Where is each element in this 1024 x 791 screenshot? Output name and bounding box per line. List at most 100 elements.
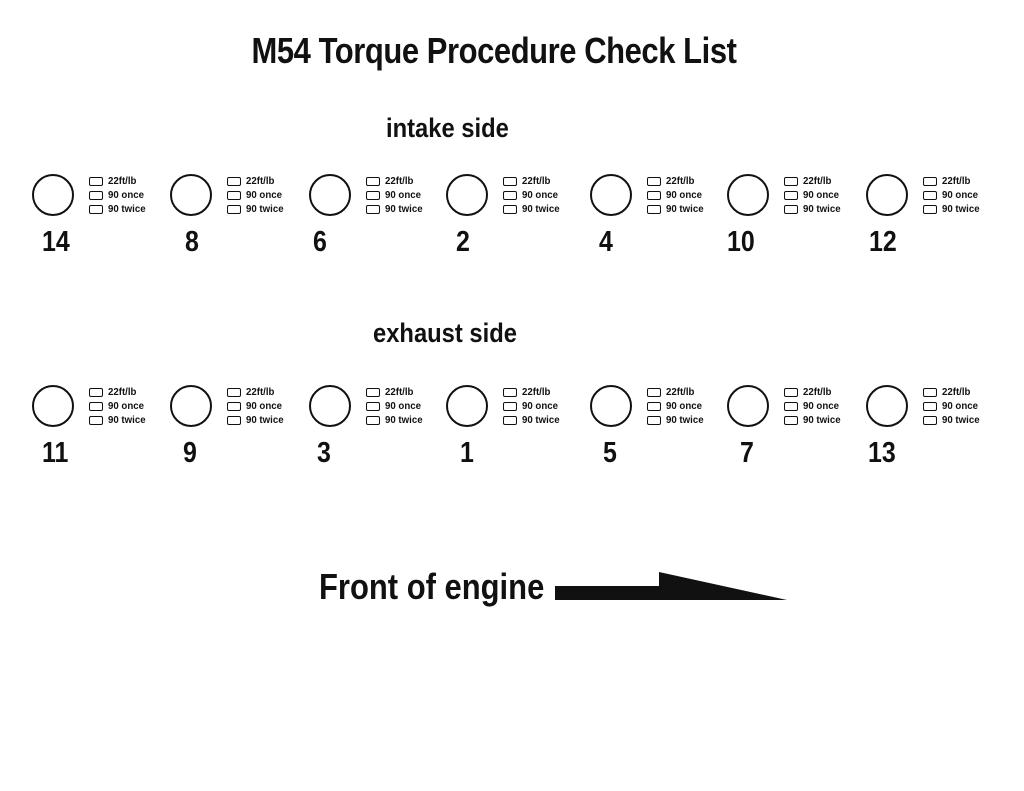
checkbox-label: 22ft/lb xyxy=(803,175,832,187)
checkbox[interactable] xyxy=(503,204,517,214)
checklist-item: 22ft/lb xyxy=(89,174,149,188)
checkbox[interactable] xyxy=(923,190,937,200)
checkbox-label: 90 twice xyxy=(942,414,980,426)
checkbox-label: 90 once xyxy=(522,189,558,201)
checklist-item: 90 twice xyxy=(784,413,844,427)
bolt-circle xyxy=(590,174,632,216)
bolt-circle xyxy=(170,174,212,216)
checkbox[interactable] xyxy=(923,204,937,214)
checkbox[interactable] xyxy=(923,176,937,186)
bolt-10: 22ft/lb 90 once 90 twice 10 xyxy=(727,174,857,274)
checkbox[interactable] xyxy=(647,415,661,425)
checkbox-label: 22ft/lb xyxy=(666,175,695,187)
checkbox[interactable] xyxy=(366,387,380,397)
checkbox[interactable] xyxy=(647,176,661,186)
checkbox[interactable] xyxy=(647,387,661,397)
checkbox[interactable] xyxy=(923,415,937,425)
checkbox-label: 90 once xyxy=(666,400,702,412)
checkbox-label: 90 once xyxy=(246,400,282,412)
checkbox-label: 90 twice xyxy=(246,203,284,215)
checkbox[interactable] xyxy=(89,204,103,214)
bolt-circle xyxy=(309,174,351,216)
bolt-number: 10 xyxy=(727,226,755,258)
checkbox[interactable] xyxy=(503,176,517,186)
checkbox-label: 90 once xyxy=(246,189,282,201)
checkbox[interactable] xyxy=(227,415,241,425)
checkbox-label: 22ft/lb xyxy=(666,386,695,398)
checkbox[interactable] xyxy=(503,190,517,200)
checkbox[interactable] xyxy=(89,190,103,200)
checkbox[interactable] xyxy=(784,387,798,397)
checklist-item: 90 twice xyxy=(227,413,287,427)
checkbox-label: 22ft/lb xyxy=(522,386,551,398)
checkbox-label: 90 once xyxy=(522,400,558,412)
bolt-number: 6 xyxy=(313,226,327,258)
checkbox[interactable] xyxy=(89,387,103,397)
checkbox[interactable] xyxy=(923,387,937,397)
checklist-item: 90 twice xyxy=(503,202,563,216)
checklist-item: 22ft/lb xyxy=(366,174,426,188)
checkbox[interactable] xyxy=(784,190,798,200)
checkbox[interactable] xyxy=(227,387,241,397)
checkbox[interactable] xyxy=(366,190,380,200)
checklist-item: 22ft/lb xyxy=(503,385,563,399)
checkbox[interactable] xyxy=(647,190,661,200)
checkbox-label: 90 twice xyxy=(385,414,423,426)
checkbox[interactable] xyxy=(647,401,661,411)
checklist-item: 22ft/lb xyxy=(227,174,287,188)
checkbox[interactable] xyxy=(366,204,380,214)
checkbox[interactable] xyxy=(89,176,103,186)
checkbox[interactable] xyxy=(89,415,103,425)
checkbox[interactable] xyxy=(923,401,937,411)
checklist-item: 90 twice xyxy=(227,202,287,216)
checkbox-label: 90 twice xyxy=(942,203,980,215)
checkbox[interactable] xyxy=(366,176,380,186)
checkbox-label: 22ft/lb xyxy=(246,175,275,187)
checkbox[interactable] xyxy=(227,190,241,200)
checkbox-label: 90 once xyxy=(108,189,144,201)
checkbox[interactable] xyxy=(503,387,517,397)
checkbox[interactable] xyxy=(503,415,517,425)
checkbox[interactable] xyxy=(784,176,798,186)
checkbox[interactable] xyxy=(784,415,798,425)
bolt-circle xyxy=(866,385,908,427)
checklist-item: 22ft/lb xyxy=(89,385,149,399)
bolt-number: 9 xyxy=(183,437,197,469)
checkbox[interactable] xyxy=(647,204,661,214)
checklist-item: 90 once xyxy=(647,188,707,202)
bolt-circle xyxy=(866,174,908,216)
bolt-circle xyxy=(727,174,769,216)
checkbox[interactable] xyxy=(227,176,241,186)
checkbox-label: 90 once xyxy=(803,189,839,201)
bolt-circle xyxy=(309,385,351,427)
bolt-number: 14 xyxy=(42,226,70,258)
checkbox[interactable] xyxy=(89,401,103,411)
bolt-number: 5 xyxy=(603,437,617,469)
checkbox[interactable] xyxy=(784,204,798,214)
bolt-number: 4 xyxy=(599,226,613,258)
checklist-item: 22ft/lb xyxy=(784,385,844,399)
checkbox[interactable] xyxy=(784,401,798,411)
checkbox[interactable] xyxy=(366,401,380,411)
bolt-number: 7 xyxy=(740,437,754,469)
checkbox[interactable] xyxy=(227,204,241,214)
bolt-checklist: 22ft/lb 90 once 90 twice xyxy=(227,174,287,216)
checkbox[interactable] xyxy=(503,401,517,411)
checkbox-label: 90 twice xyxy=(803,203,841,215)
checklist-item: 22ft/lb xyxy=(923,385,983,399)
checkbox-label: 90 once xyxy=(803,400,839,412)
checkbox[interactable] xyxy=(366,415,380,425)
checkbox-label: 90 twice xyxy=(385,203,423,215)
checkbox[interactable] xyxy=(227,401,241,411)
